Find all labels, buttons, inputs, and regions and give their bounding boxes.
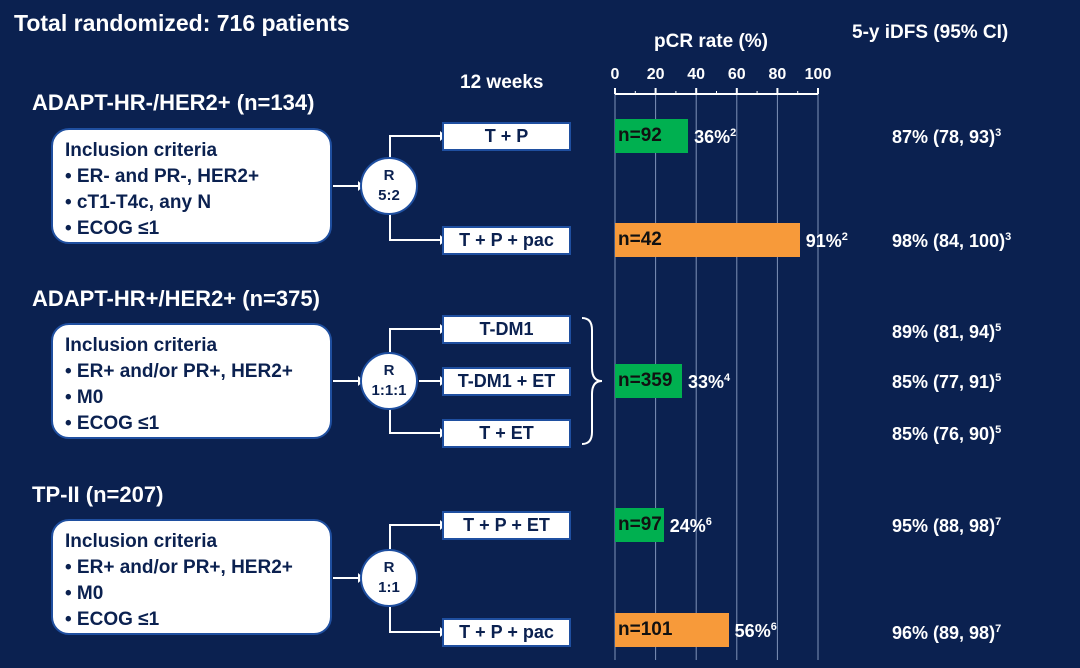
- bar-n-label: n=97: [618, 514, 662, 535]
- weeks-header: 12 weeks: [460, 72, 544, 93]
- pcr-value-label: 24%6: [669, 516, 712, 536]
- x-tick-label: 100: [804, 66, 832, 83]
- inclusion-criteria-box: Inclusion criteria • ER+ and/or PR+, HER…: [51, 519, 332, 635]
- pcr-bar: n=97: [615, 508, 664, 542]
- criterion: • ER- and PR-, HER2+: [65, 166, 260, 187]
- idfs-value: 96% (89, 98)7: [892, 623, 1002, 643]
- criterion: • cT1-T4c, any N: [65, 192, 212, 213]
- x-tick-label: 0: [610, 66, 620, 83]
- randomization-label: R: [383, 167, 395, 184]
- pcr-value-label: 33%4: [687, 372, 731, 392]
- pcr-bar: n=359: [615, 364, 682, 398]
- criterion: • ER+ and/or PR+, HER2+: [65, 361, 293, 382]
- bar-n-label: n=42: [618, 229, 662, 250]
- idfs-value: 89% (81, 94)5: [892, 322, 1002, 342]
- inclusion-title: Inclusion criteria: [65, 140, 218, 161]
- inclusion-criteria-box: Inclusion criteria • ER+ and/or PR+, HER…: [51, 323, 332, 439]
- idfs-header: 5-y iDFS (95% CI): [852, 22, 1009, 43]
- x-tick-label: 40: [687, 66, 706, 83]
- page-title: Total randomized: 716 patients: [14, 10, 350, 36]
- arm-box: T + ET: [442, 419, 571, 448]
- arm-box: T + P: [442, 122, 571, 151]
- randomization-ratio: 1:1: [378, 579, 400, 596]
- randomization-label: R: [383, 362, 395, 379]
- idfs-value: 98% (84, 100)3: [892, 231, 1012, 251]
- inclusion-title: Inclusion criteria: [65, 531, 218, 552]
- section-title-adapt-hr-pos: ADAPT-HR+/HER2+ (n=375): [32, 286, 320, 311]
- inclusion-title: Inclusion criteria: [65, 335, 218, 356]
- idfs-value: 85% (76, 90)5: [892, 424, 1002, 444]
- pcr-value-label: 56%6: [734, 621, 777, 641]
- idfs-value: 85% (77, 91)5: [892, 372, 1002, 392]
- randomization-node: R 1:1:1: [360, 352, 418, 410]
- arm-box: T-DM1 + ET: [442, 367, 571, 396]
- pcr-bar: n=101: [615, 613, 729, 647]
- pcr-value-label: 91%2: [805, 231, 848, 251]
- pcr-rate-header: pCR rate (%): [654, 31, 769, 52]
- arm-box: T + P + pac: [442, 226, 571, 255]
- randomization-node: R 1:1: [360, 549, 418, 607]
- arm-box: T + P + pac: [442, 618, 571, 647]
- idfs-value: 95% (88, 98)7: [892, 516, 1002, 536]
- randomization-label: R: [383, 559, 395, 576]
- criterion: • M0: [65, 583, 104, 604]
- x-tick-label: 60: [727, 66, 746, 83]
- bar-n-label: n=101: [618, 619, 673, 640]
- arm-box: T-DM1: [442, 315, 571, 344]
- pcr-bar: n=92: [615, 119, 689, 153]
- criterion: • ECOG ≤1: [65, 413, 160, 434]
- randomization-ratio: 5:2: [378, 187, 400, 204]
- bar-n-label: n=92: [618, 125, 662, 146]
- criterion: • M0: [65, 387, 104, 408]
- inclusion-criteria-box: Inclusion criteria • ER- and PR-, HER2+ …: [51, 128, 332, 244]
- criterion: • ECOG ≤1: [65, 609, 160, 630]
- bar-n-label: n=359: [618, 370, 673, 391]
- x-tick-label: 80: [768, 66, 787, 83]
- section-title-tp-ii: TP-II (n=207): [32, 482, 164, 507]
- pcr-bar: n=42: [615, 223, 800, 257]
- randomization-node: R 5:2: [360, 157, 418, 215]
- criterion: • ECOG ≤1: [65, 218, 160, 239]
- randomization-ratio: 1:1:1: [371, 382, 407, 399]
- pcr-value-label: 36%2: [694, 127, 737, 147]
- criterion: • ER+ and/or PR+, HER2+: [65, 557, 293, 578]
- x-tick-label: 20: [646, 66, 665, 83]
- idfs-value: 87% (78, 93)3: [892, 127, 1002, 147]
- arm-box: T + P + ET: [442, 511, 571, 540]
- section-title-adapt-hr-neg: ADAPT-HR-/HER2+ (n=134): [32, 90, 315, 115]
